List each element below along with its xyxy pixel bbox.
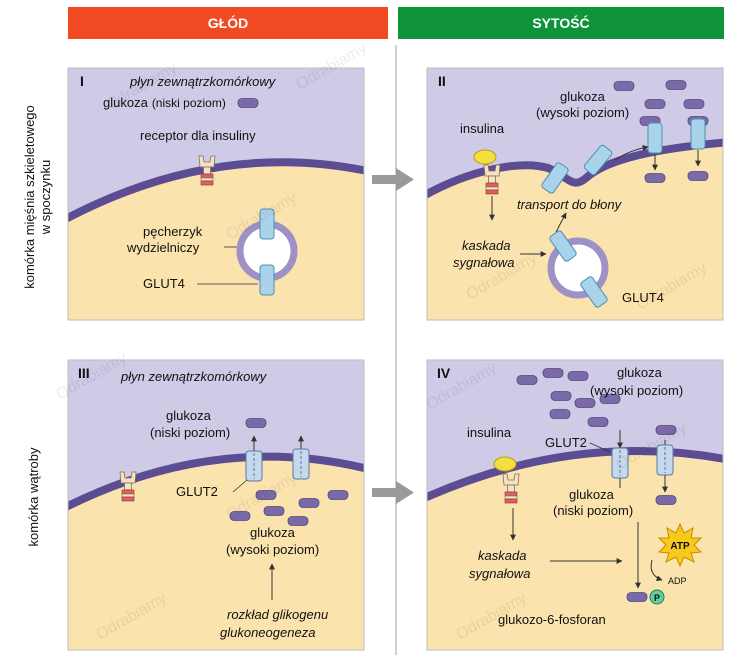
- header-satiety-label: SYTOŚĆ: [532, 14, 589, 31]
- insulin-label: insulina: [467, 425, 512, 440]
- side-label-muscle-line2: w spoczynku: [38, 160, 53, 235]
- vesicle-label-line1: pęcherzyk: [143, 224, 203, 239]
- vesicle-transport-arrow: [555, 212, 567, 233]
- glucose-molecule: [245, 418, 267, 428]
- cytoplasm: [68, 456, 364, 650]
- glut4-transporter-icon: [259, 264, 275, 296]
- glucose-in-label-level: (niski poziom): [553, 503, 633, 518]
- glucose-label-word: glukoza: [560, 89, 606, 104]
- panel-3: III płyn zewnątrzkomórkowy glukoza (nisk…: [67, 359, 365, 651]
- glut2-transporter-icon: [292, 448, 310, 480]
- side-label-muscle: komórka mięśnia szkieletowego w spoczynk…: [22, 105, 53, 289]
- cell-membrane: [68, 452, 364, 511]
- glucose-in-label-word: glukoza: [250, 525, 296, 540]
- glut2-label: GLUT2: [545, 435, 587, 450]
- glucose-molecule: [567, 371, 589, 381]
- vesicle-label-line2: wydzielniczy: [126, 240, 200, 255]
- panel-4: IV glukoza (wysoki poziom) insulina GLUT…: [426, 359, 724, 651]
- glucose-in-label-word: glukoza: [569, 487, 615, 502]
- insulin-icon: [493, 456, 517, 472]
- glut2-pointer: [232, 479, 248, 493]
- panel-1-numeral: I: [80, 73, 84, 89]
- header-satiety: SYTOŚĆ: [398, 7, 724, 39]
- cytoplasm: [68, 162, 364, 320]
- glucose-out-label-word: glukoza: [617, 365, 663, 380]
- glucose-label-level: (wysoki poziom): [536, 105, 629, 120]
- panel-2: II glukoza (wysoki poziom) insulina tran…: [426, 67, 724, 321]
- glut2-label: GLUT2: [176, 484, 218, 499]
- atp-label: ATP: [670, 541, 690, 552]
- phosphate-icon: [649, 589, 665, 605]
- glucose-molecule: [665, 80, 687, 90]
- insulin-label: insulina: [460, 121, 505, 136]
- glut4-transporter-icon: [647, 122, 663, 154]
- glucose-molecule: [542, 368, 564, 378]
- insulin-icon: [473, 149, 497, 165]
- process-label-line1: rozkład glikogenu: [227, 607, 328, 622]
- phosphate-label: P: [654, 593, 660, 603]
- glucose-molecule: [655, 495, 677, 505]
- glut4-label: GLUT4: [143, 276, 185, 291]
- adp-label: ADP: [668, 576, 687, 586]
- glucose-molecule: [549, 409, 571, 419]
- glucose-molecule: [237, 98, 259, 108]
- panel-3-numeral: III: [78, 365, 90, 381]
- cell-membrane: [68, 158, 364, 223]
- cascade-label-line1: kaskada: [462, 238, 510, 253]
- cascade-label-line2: sygnałowa: [453, 255, 514, 270]
- glucose-molecule: [516, 375, 538, 385]
- glucose-molecule: [644, 99, 666, 109]
- product-label: glukozo-6-fosforan: [498, 612, 606, 627]
- side-label-muscle-line1: komórka mięśnia szkieletowego: [22, 105, 37, 289]
- glut4-transporter-icon: [690, 118, 706, 150]
- process-label-line2: glukoneogeneza: [220, 625, 315, 640]
- transport-arrow: [614, 144, 649, 161]
- panel-4-numeral: IV: [437, 365, 451, 381]
- glut2-pointer: [589, 442, 611, 453]
- glucose-molecule: [298, 498, 320, 508]
- panel-1: I płyn zewnątrzkomórkowy glukoza(niski p…: [67, 67, 365, 321]
- panel-2-numeral: II: [438, 73, 446, 89]
- glucose-molecule: [626, 592, 648, 602]
- glucose-out-label-level: (niski poziom): [150, 425, 230, 440]
- glucose-out-label-level: (wysoki poziom): [590, 383, 683, 398]
- glucose-molecule: [683, 99, 705, 109]
- glucose-molecule: [327, 490, 349, 500]
- glucose-molecule: [263, 506, 285, 516]
- cytoplasm: [427, 142, 723, 320]
- glucose-in-label-level: (wysoki poziom): [226, 542, 319, 557]
- cytoplasm: [427, 451, 723, 650]
- atp-burst-icon: ATP: [657, 522, 703, 568]
- extracellular-label: płyn zewnątrzkomórkowy: [120, 369, 268, 384]
- extracellular-label: płyn zewnątrzkomórkowy: [129, 74, 277, 89]
- glucose-molecule: [550, 391, 572, 401]
- glucose-molecule: [574, 398, 596, 408]
- cell-membrane: [427, 447, 723, 502]
- header-hunger: GŁÓD: [68, 7, 388, 39]
- atp-to-adp-arrow: [650, 559, 663, 582]
- transition-arrow-top: [372, 168, 414, 191]
- side-label-liver: komórka wątroby: [26, 447, 41, 546]
- cascade-label-line1: kaskada: [478, 548, 526, 563]
- glucose-molecule: [613, 81, 635, 91]
- header-hunger-label: GŁÓD: [208, 14, 248, 31]
- glut4-label: GLUT4: [622, 290, 664, 305]
- insulin-receptor-label: receptor dla insuliny: [140, 128, 256, 143]
- glucose-molecule: [644, 173, 666, 183]
- glucose-molecule: [587, 417, 609, 427]
- transition-arrow-bottom: [372, 481, 414, 504]
- glucose-molecule: [687, 171, 709, 181]
- glucose-label: glukoza(niski poziom): [103, 95, 226, 110]
- glut2-transporter-icon: [245, 450, 263, 482]
- side-label-liver-text: komórka wątroby: [26, 447, 41, 546]
- glucose-out-label-word: glukoza: [166, 408, 212, 423]
- cascade-label-line2: sygnałowa: [469, 566, 530, 581]
- transport-label: transport do błony: [517, 197, 623, 212]
